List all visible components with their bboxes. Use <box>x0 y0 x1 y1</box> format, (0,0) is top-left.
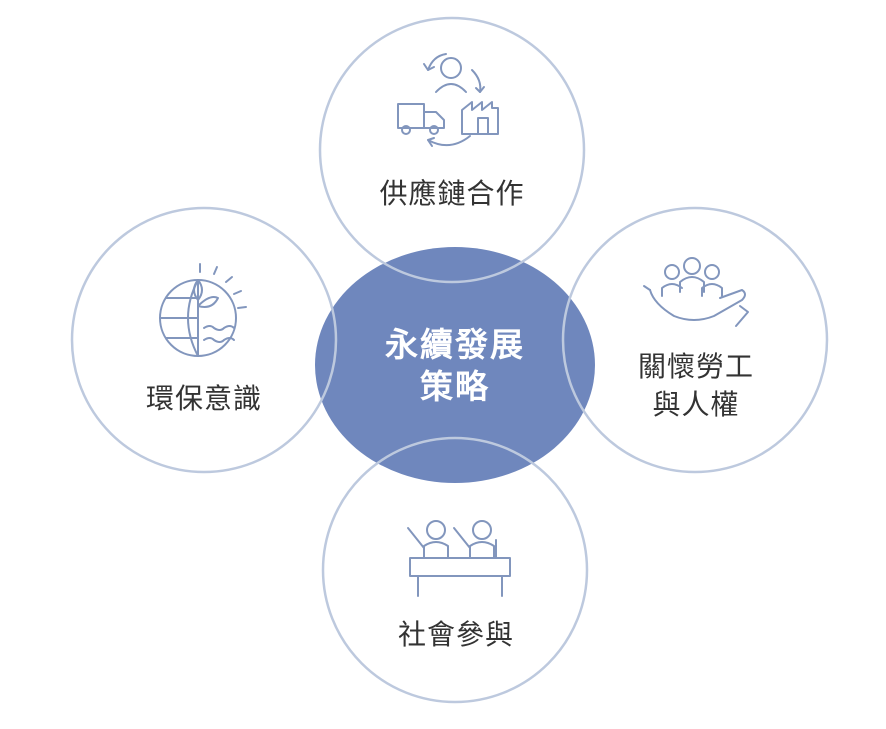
ring-left <box>70 206 338 474</box>
node-label-top: 供應鏈合作 <box>379 177 525 210</box>
people-raising-hands-icon <box>407 520 511 597</box>
center-label: 永續發展 策略 <box>385 325 525 406</box>
ring-bottom <box>321 436 589 704</box>
node-label-right: 關懷勞工 與人權 <box>637 350 754 421</box>
center-ellipse <box>315 247 595 483</box>
ring-top <box>318 16 586 284</box>
node-label-bottom: 社會參與 <box>397 618 514 651</box>
ring-right <box>561 206 829 474</box>
earth-plant-icon <box>159 263 247 357</box>
hand-people-icon <box>643 257 749 327</box>
node-label-left: 環保意識 <box>145 382 262 415</box>
supply-chain-icon <box>397 53 499 147</box>
